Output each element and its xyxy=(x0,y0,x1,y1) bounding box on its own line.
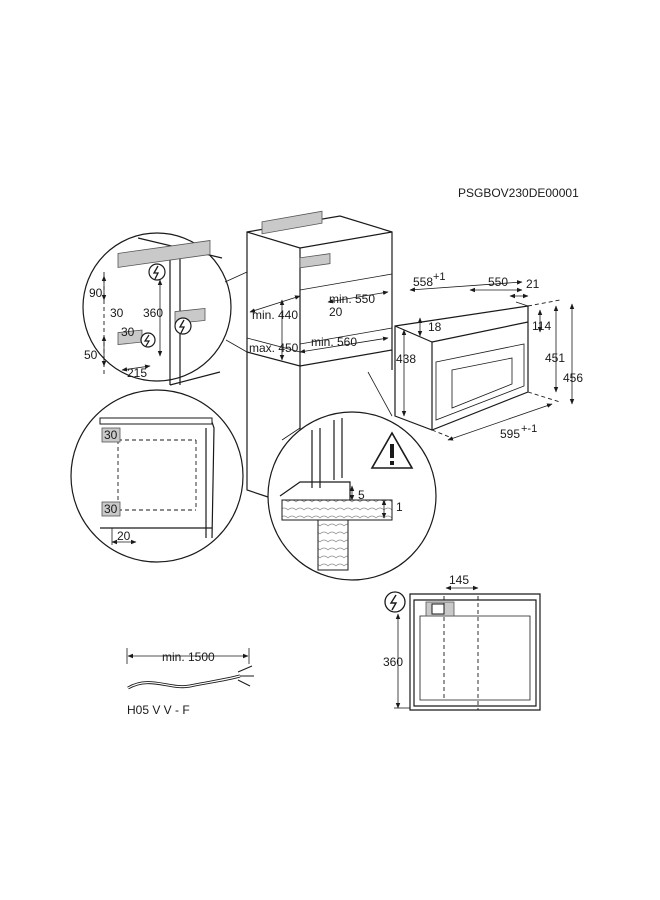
electrical-hazard-icon xyxy=(384,591,406,613)
oven-width-tolerance: +-1 xyxy=(521,423,537,435)
cable-type-label: H05 V V - F xyxy=(127,703,190,717)
document-code: PSGBOV230DE00001 xyxy=(458,186,579,200)
oven-depth-body-label: 550 xyxy=(488,275,508,289)
niche-min-depth-label: min. 550 xyxy=(329,292,375,306)
oven-width-label: 595 xyxy=(500,427,520,441)
detail-30-b-label: 30 xyxy=(121,325,135,339)
oven-drawing xyxy=(394,280,575,441)
cable-min-length-label: min. 1500 xyxy=(162,650,215,664)
cable-drawing xyxy=(126,648,254,690)
socket-360-label: 360 xyxy=(383,655,403,669)
electrical-hazard-icon xyxy=(148,263,166,281)
detail-mid-left xyxy=(70,389,244,563)
niche-gap-label: 20 xyxy=(329,305,343,319)
detail-30-bottom-label: 30 xyxy=(104,502,118,516)
oven-panel-height-label: 114 xyxy=(532,319,551,333)
oven-inner-height-label: 438 xyxy=(396,352,416,366)
oven-top-gap-label: 18 xyxy=(428,320,442,334)
detail-50-label: 50 xyxy=(84,348,98,362)
detail-top-left xyxy=(82,232,248,386)
detail-30-a-label: 30 xyxy=(110,306,124,320)
warning-triangle-icon xyxy=(370,431,414,469)
socket-outlet xyxy=(431,603,445,615)
mount-5-label: 5 xyxy=(358,488,365,502)
oven-depth-total-tolerance: +1 xyxy=(433,271,446,283)
niche-min-width-label: min. 560 xyxy=(311,335,357,349)
detail-360-label: 360 xyxy=(143,306,163,320)
detail-mounting xyxy=(267,371,437,581)
detail-90-label: 90 xyxy=(89,286,103,300)
electrical-hazard-icon xyxy=(174,317,192,335)
niche-min-height-label: min. 440 xyxy=(252,308,298,322)
niche-max-height-label: max. 450 xyxy=(249,341,299,355)
mount-1-label: 1 xyxy=(396,500,403,514)
socket-view xyxy=(394,585,541,711)
detail-30-top-label: 30 xyxy=(104,428,118,442)
detail-215-label: 215 xyxy=(127,366,147,380)
electrical-hazard-icon xyxy=(140,332,156,348)
detail-20-label: 20 xyxy=(117,529,131,543)
socket-145-label: 145 xyxy=(449,573,469,587)
oven-height-body-label: 451 xyxy=(545,351,565,365)
oven-height-total-label: 456 xyxy=(563,371,583,385)
oven-depth-total-label: 558 xyxy=(413,275,433,289)
cabinet-drawing xyxy=(246,210,393,498)
oven-front-offset-label: 21 xyxy=(526,277,540,291)
